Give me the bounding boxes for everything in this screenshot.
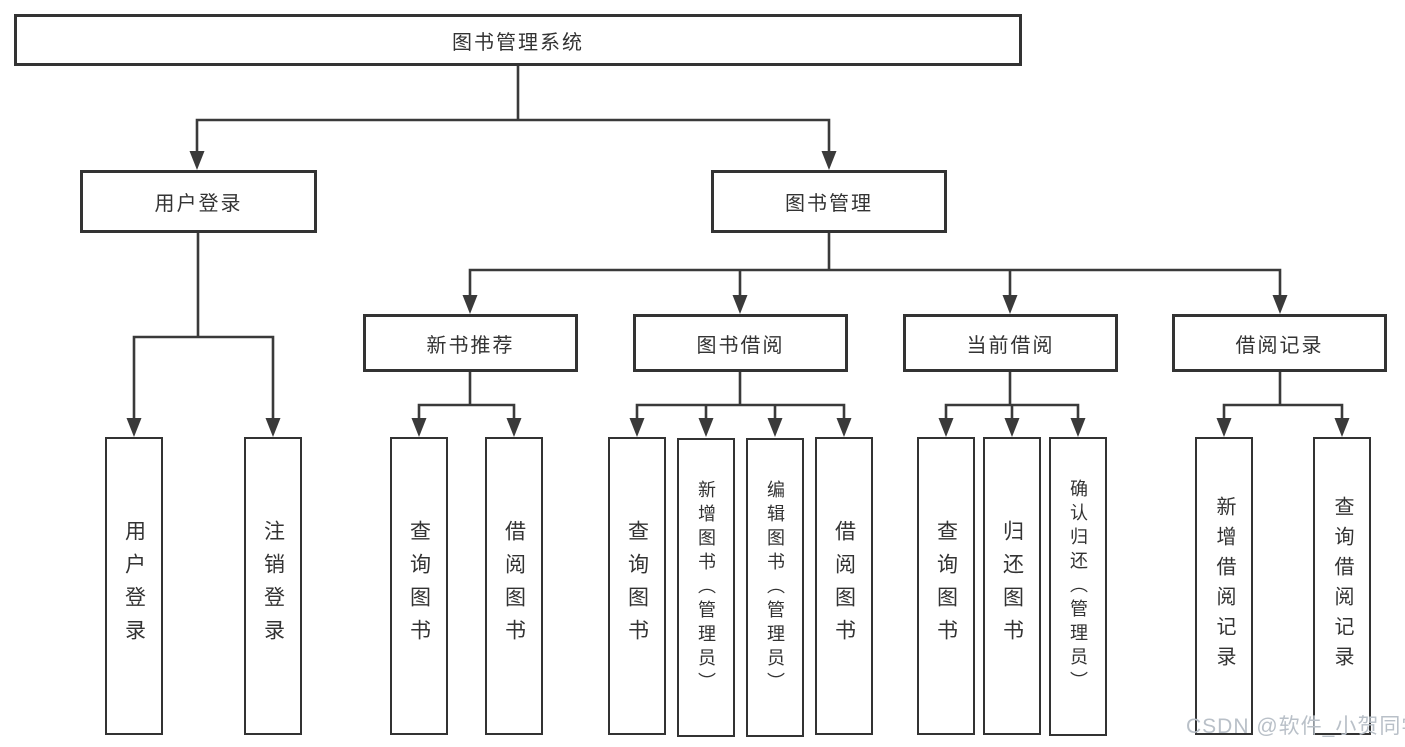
node-root-system: 图书管理系统 [14,14,1022,66]
node-label: 借阅记录 [1235,334,1324,357]
leaf-borrow-books-borrow: 借阅图书 [815,437,873,735]
node-label: 新增图书（管理员） [696,479,716,696]
leaf-add-borrow-record: 新增借阅记录 [1195,437,1253,735]
leaf-query-books-borrow: 查询图书 [608,437,666,735]
leaf-query-books-recommend: 查询图书 [390,437,448,735]
leaf-query-borrow-record: 查询借阅记录 [1313,437,1371,735]
node-label: 新书推荐 [426,334,515,357]
node-label: 编辑图书（管理员） [765,479,785,696]
node-label: 用户登录 [122,520,146,652]
leaf-add-book-admin: 新增图书（管理员） [677,438,735,737]
node-label: 图书借阅 [696,334,785,357]
node-label: 用户登录 [154,193,243,215]
leaf-edit-book-admin: 编辑图书（管理员） [746,438,804,737]
csdn-watermark: CSDN @软件_小贺同学 [1186,715,1405,738]
node-borrow-records: 借阅记录 [1172,314,1387,372]
node-new-book-recommend: 新书推荐 [363,314,578,372]
leaf-logout: 注销登录 [244,437,302,735]
node-label: 图书管理系统 [452,31,584,54]
node-label: 借阅图书 [502,520,526,652]
node-label: 查询图书 [407,520,431,652]
node-label: 查询图书 [625,520,649,652]
node-book-management: 图书管理 [711,170,947,233]
node-user-login: 用户登录 [80,170,317,233]
leaf-user-login: 用户登录 [105,437,163,735]
node-label: 借阅图书 [832,520,856,652]
leaf-borrow-books-recommend: 借阅图书 [485,437,543,735]
node-label: 新增借阅记录 [1213,496,1235,676]
node-current-borrow: 当前借阅 [903,314,1118,372]
node-label: 归还图书 [1000,520,1024,652]
leaf-return-books: 归还图书 [983,437,1041,735]
node-label: 注销登录 [261,520,285,652]
node-label: 确认归还（管理员） [1068,478,1088,695]
node-label: 查询借阅记录 [1331,496,1353,676]
leaf-confirm-return-admin: 确认归还（管理员） [1049,437,1107,736]
node-label: 图书管理 [785,193,873,215]
node-label: 查询图书 [934,520,958,652]
node-label: 当前借阅 [966,334,1055,357]
leaf-query-books-current: 查询图书 [917,437,975,735]
node-book-borrow: 图书借阅 [633,314,848,372]
